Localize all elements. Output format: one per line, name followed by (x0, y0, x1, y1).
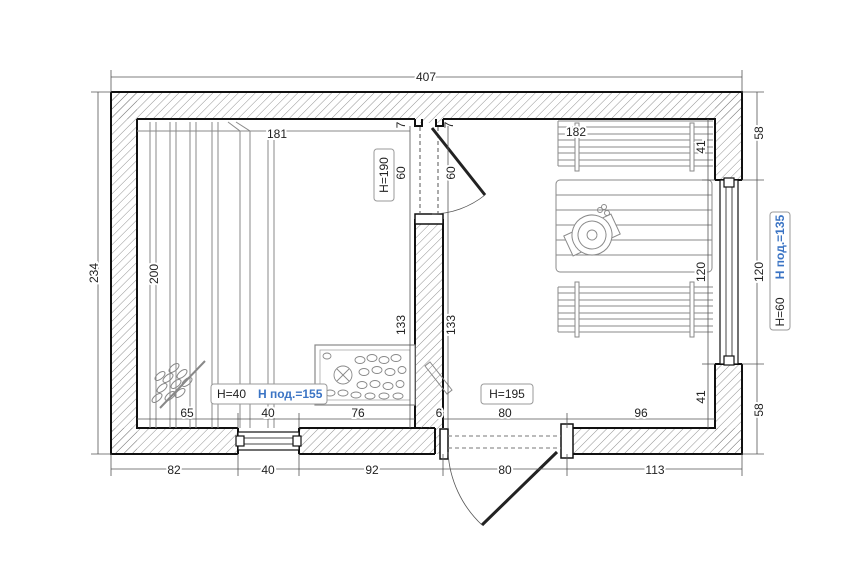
steam-benches (137, 121, 410, 428)
dim-outer-left: 234 (87, 263, 101, 283)
dim-bottom-outer-2: 40 (261, 463, 275, 477)
dim-right-outer-top: 58 (752, 126, 766, 140)
exterior-walls (110, 91, 743, 455)
rest-room-furniture (555, 120, 713, 338)
dim-rest-bottom-2: 96 (634, 406, 648, 420)
dimension-lines (91, 70, 764, 476)
steam-window-sill: H под.=155 (258, 387, 323, 401)
dim-partition-upper-right: 60 (444, 166, 458, 180)
dim-right-inner-mid: 120 (694, 262, 708, 282)
dim-rest-bottom-1: 80 (498, 406, 512, 420)
dim-partition-lower-right: 133 (444, 315, 458, 335)
dim-bottom-outer-3: 92 (365, 463, 379, 477)
dim-right-outer-bottom: 58 (752, 403, 766, 417)
steam-room-window (235, 431, 302, 451)
svg-text:H=195: H=195 (489, 387, 525, 401)
dim-partition-thickness: 6 (436, 406, 443, 420)
svg-text:H=190: H=190 (377, 157, 391, 193)
dim-partition-lower-left: 133 (394, 315, 408, 335)
entrance-door (439, 423, 574, 527)
dim-top-small-right: 7 (442, 121, 456, 128)
dim-bottom-outer-4: 80 (498, 463, 512, 477)
label-steam-window: H=40 H под.=155 (210, 383, 328, 405)
rest-window-height: H=60 (773, 297, 787, 326)
inner-door (419, 127, 487, 215)
label-rest-window: H=60 H под.=135 (769, 211, 791, 331)
stove-icon (314, 344, 453, 406)
table-top-view-icon (555, 179, 713, 273)
dim-partition-upper-left: 60 (394, 166, 408, 180)
dim-steam-bottom-2: 40 (261, 406, 275, 420)
dim-bottom-outer-5: 113 (645, 463, 664, 477)
dim-rest-width: 182 (566, 125, 586, 139)
label-inner-door-height: H=190 (373, 148, 395, 202)
rest-room-window (719, 177, 739, 366)
dim-steam-bottom-3: 76 (351, 406, 365, 420)
dim-steam-width: 181 (267, 127, 287, 141)
dim-bottom-outer-1: 82 (167, 463, 181, 477)
label-entrance-door: H=195 (480, 383, 534, 405)
dim-right-inner-bottom: 41 (694, 390, 708, 404)
dim-outer-top: 407 (416, 70, 436, 84)
dimension-labels: 407 234 181 182 7 7 60 60 200 133 133 65… (85, 68, 768, 479)
dim-bench-length: 200 (147, 264, 161, 284)
rest-window-sill: H под.=135 (773, 214, 787, 279)
dim-steam-bottom-1: 65 (180, 406, 194, 420)
birch-broom-icon (151, 360, 206, 409)
dim-right-outer-mid: 120 (752, 262, 766, 282)
steam-window-height: H=40 (217, 387, 246, 401)
dim-top-small-left: 7 (394, 121, 408, 128)
dim-right-inner-top: 41 (694, 140, 708, 154)
